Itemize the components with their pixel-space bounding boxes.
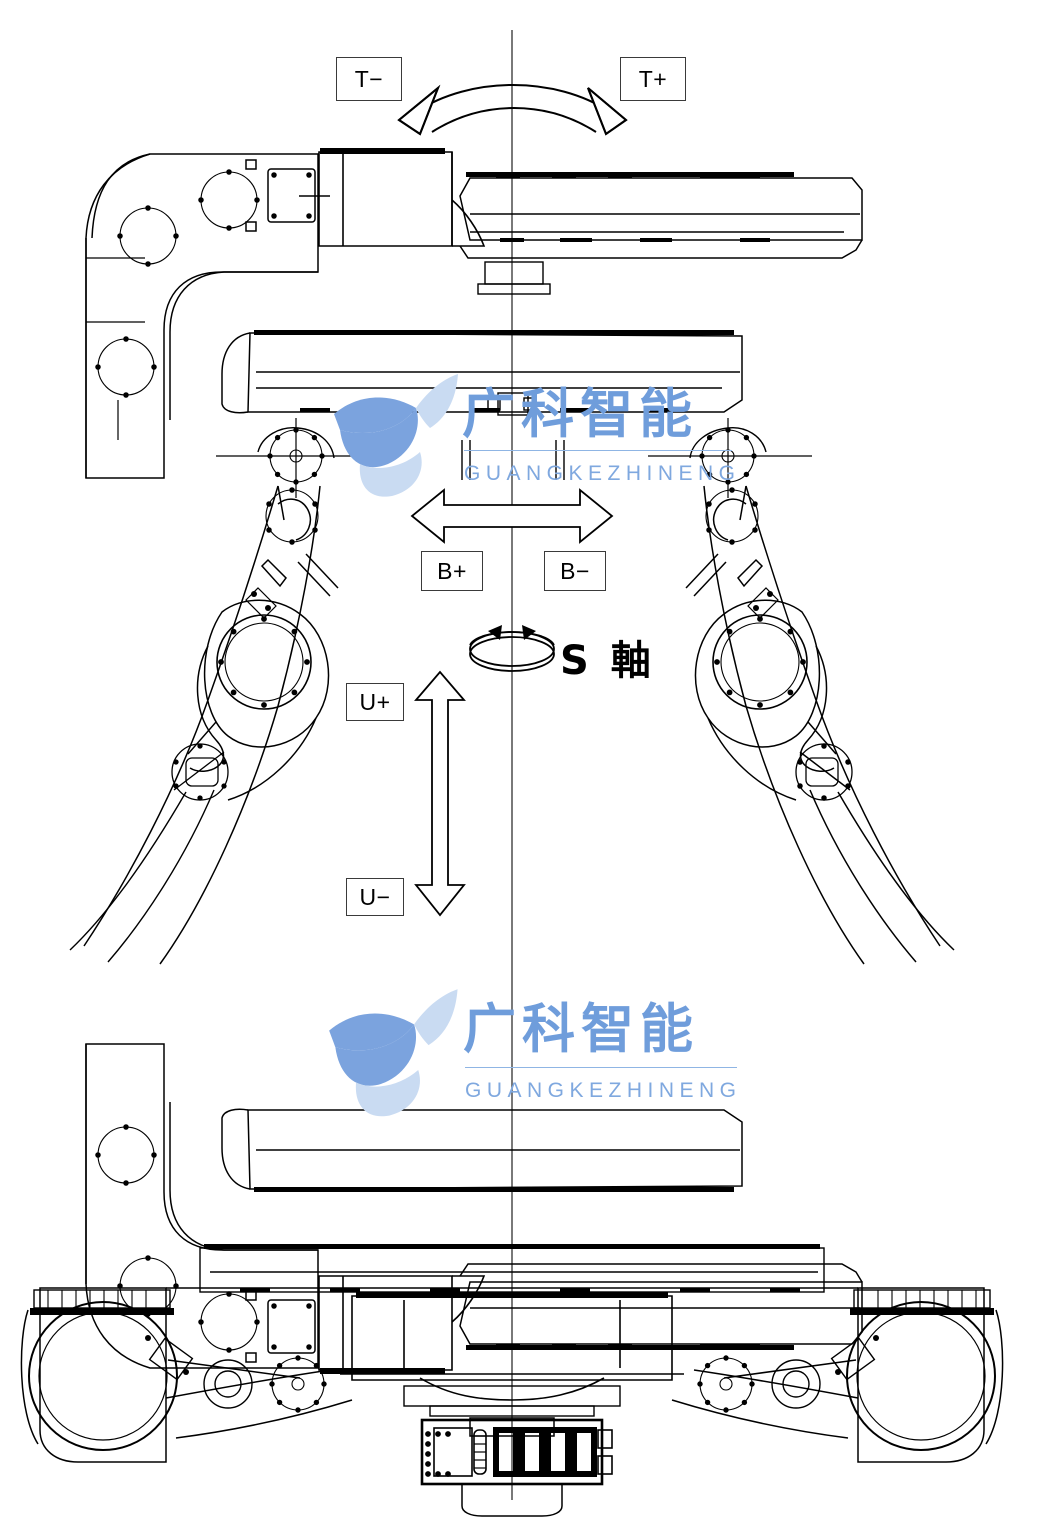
base-small-bore-left <box>203 1359 253 1409</box>
axis-label-u-minus: U− <box>346 878 404 916</box>
t-axis-arc-arrow <box>397 84 628 136</box>
casting-edge-ticks <box>86 257 145 440</box>
housing-top-edge <box>320 148 445 154</box>
robot-lower-assembly <box>85 1043 863 1374</box>
connector-shroud <box>461 1417 563 1517</box>
lower-arm-left <box>83 485 339 965</box>
centre-block-upper <box>477 261 551 416</box>
wrist-housing <box>318 151 486 247</box>
casting-bolt-holes <box>95 169 260 398</box>
shoulder-yoke <box>257 427 767 480</box>
base-column-left <box>20 1287 178 1463</box>
lower-casting-bolt-holes <box>95 1124 260 1353</box>
base-lower-shelf <box>199 1244 825 1293</box>
base-mounting-plate-right <box>850 1289 994 1315</box>
base-link-left <box>165 1359 353 1439</box>
elbow-flange-left <box>216 614 312 710</box>
axis-label-t-plus: T+ <box>620 57 686 101</box>
axis-label-b-minus: B− <box>544 551 606 591</box>
axis-label-b-plus: B+ <box>421 551 483 591</box>
lower-arm-link <box>221 1108 743 1192</box>
u-axis-vertical-arrow <box>414 670 466 917</box>
wrist-joint-left <box>171 743 229 801</box>
base-mounting-plate-left <box>30 1289 174 1315</box>
upper-arm-casting <box>85 153 319 479</box>
lower-arm-casting <box>85 1043 319 1369</box>
forearm-upper <box>459 172 863 259</box>
lower-forearm <box>459 1263 863 1350</box>
robot-base <box>20 1244 1004 1517</box>
base-piston-left <box>145 1335 194 1381</box>
elbow-body-left <box>189 599 330 801</box>
axis-label-u-plus: U+ <box>346 683 404 721</box>
lower-arm-right <box>685 485 955 965</box>
robot-upper-assembly <box>69 148 955 965</box>
motor-block <box>245 159 330 232</box>
forearm-surface-details <box>496 174 770 242</box>
base-cover-plate <box>403 1385 621 1417</box>
base-connector <box>422 1420 612 1484</box>
axis-label-t-minus: T− <box>336 57 402 101</box>
lower-arm-shaft-left <box>69 721 217 963</box>
base-pivot-right <box>697 1355 755 1413</box>
axis-label-s-axis: S 軸 <box>560 638 655 684</box>
base-small-bore-right <box>771 1359 821 1409</box>
base-link-right <box>671 1359 859 1439</box>
lower-motor-block <box>245 1290 316 1363</box>
base-pivot-left <box>269 1355 327 1413</box>
base-piston-right <box>830 1335 879 1381</box>
elbow-flange-right <box>712 614 808 710</box>
s-axis-rotation-arrow <box>469 625 555 672</box>
arm-link-upper <box>221 330 743 414</box>
base-body <box>166 1287 858 1401</box>
b-axis-horizontal-arrow <box>410 488 614 544</box>
